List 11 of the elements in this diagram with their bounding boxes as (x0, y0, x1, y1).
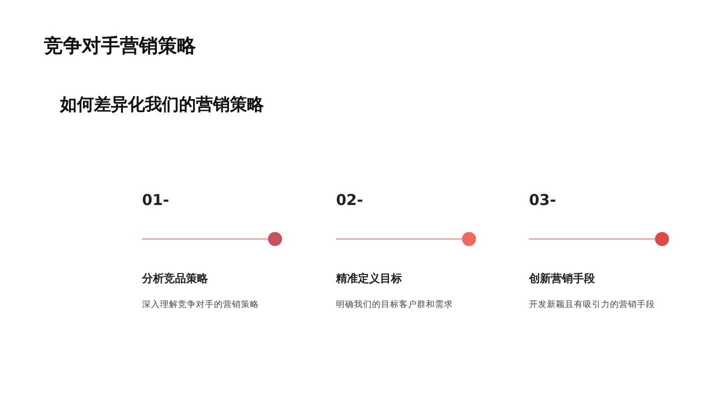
step-number: 03- (529, 191, 556, 209)
step-number: 02- (336, 191, 364, 209)
slide-title: 竞争对手营销策略 (44, 34, 196, 59)
item-description: 开发新颖且有吸引力的营销手段 (529, 299, 655, 311)
item-heading: 分析竞品策略 (142, 271, 208, 286)
item-heading: 创新营销手段 (529, 271, 595, 286)
step-number: 01- (142, 191, 170, 209)
item-heading: 精准定义目标 (336, 271, 402, 286)
slide-subtitle: 如何差异化我们的营销策略 (60, 94, 264, 116)
item-description: 明确我们的目标客户群和需求 (336, 299, 453, 311)
item-description: 深入理解竞争对手的营销策略 (142, 299, 259, 311)
